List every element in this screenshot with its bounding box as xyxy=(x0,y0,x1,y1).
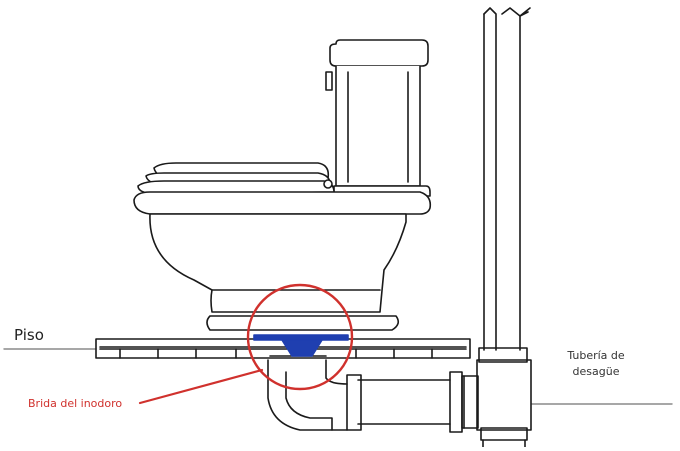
toilet-tank xyxy=(326,40,430,196)
flange-pointer-line xyxy=(140,370,262,403)
flange-label: Brida del inodoro xyxy=(28,397,122,410)
floor-label: Piso xyxy=(14,326,44,344)
drain-pipe-label: Tubería de desagüe xyxy=(557,348,635,380)
horizontal-drain-pipe xyxy=(347,372,478,432)
toilet-flange xyxy=(254,335,348,356)
vertical-stack-pipe xyxy=(477,8,531,447)
drain-elbow xyxy=(268,356,347,430)
toilet-bowl xyxy=(150,214,406,330)
